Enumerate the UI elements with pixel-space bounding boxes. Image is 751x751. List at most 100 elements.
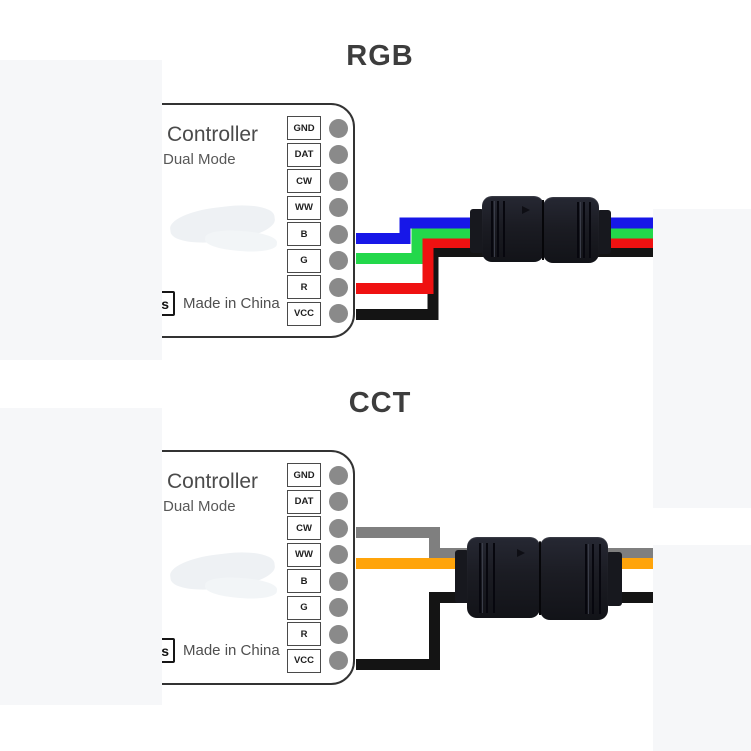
terminal-label-gnd: GND bbox=[287, 116, 321, 141]
made-in-china-label: Made in China bbox=[183, 295, 280, 312]
terminal-strip: GND DAT CW WW B bbox=[287, 115, 348, 327]
terminal-row-ww: WW bbox=[287, 542, 348, 569]
spacer bbox=[321, 634, 329, 635]
terminal-label-r: R bbox=[287, 275, 321, 300]
screw-hole-icon bbox=[329, 224, 348, 244]
terminal-label-b: B bbox=[287, 222, 321, 247]
connector-rib bbox=[583, 202, 585, 258]
screw-hole-icon bbox=[329, 118, 348, 138]
terminal-label-dat: DAT bbox=[287, 142, 321, 167]
terminal-label-vcc: VCC bbox=[287, 301, 321, 326]
spacer bbox=[321, 260, 329, 261]
terminal-row-gnd: GND bbox=[287, 115, 348, 142]
spacer bbox=[321, 581, 329, 582]
terminal-row-g: G bbox=[287, 595, 348, 622]
spacer bbox=[321, 181, 329, 182]
screw-hole-icon bbox=[329, 518, 348, 538]
terminal-label-g: G bbox=[287, 248, 321, 273]
connector-left-half bbox=[467, 537, 540, 618]
spacer bbox=[321, 607, 329, 608]
connector-rib bbox=[503, 201, 505, 257]
spacer bbox=[321, 128, 329, 129]
screw-hole-icon bbox=[329, 198, 348, 218]
screw-hole-icon bbox=[329, 624, 348, 644]
terminal-label-ww: WW bbox=[287, 542, 321, 567]
screw-hole-icon bbox=[329, 571, 348, 591]
screw-hole-icon bbox=[329, 545, 348, 565]
screw-hole-icon bbox=[329, 304, 348, 324]
spacer bbox=[321, 207, 329, 208]
terminal-row-cw: CW bbox=[287, 515, 348, 542]
controller-mode-label: Dual Mode bbox=[163, 151, 236, 168]
connector-rib bbox=[491, 201, 493, 257]
terminal-row-gnd: GND bbox=[287, 462, 348, 489]
controller-mode-label: Dual Mode bbox=[163, 498, 236, 515]
connector-right-ear bbox=[606, 552, 622, 606]
connector-rib bbox=[493, 543, 495, 613]
terminal-row-r: R bbox=[287, 274, 348, 301]
connector-rib bbox=[599, 544, 601, 614]
spacer bbox=[321, 475, 329, 476]
terminal-row-vcc: VCC bbox=[287, 648, 348, 675]
connector-notch bbox=[538, 193, 548, 200]
spacer bbox=[321, 154, 329, 155]
screw-hole-icon bbox=[329, 651, 348, 671]
terminal-label-cw: CW bbox=[287, 516, 321, 541]
spacer bbox=[321, 234, 329, 235]
screw-hole-icon bbox=[329, 492, 348, 512]
terminal-row-r: R bbox=[287, 621, 348, 648]
cct-section-title: CCT bbox=[348, 387, 412, 419]
background-patch bbox=[653, 545, 751, 751]
background-patch bbox=[0, 408, 162, 705]
terminal-row-cw: CW bbox=[287, 168, 348, 195]
connector-rib bbox=[497, 201, 499, 257]
connector-rib bbox=[589, 202, 591, 258]
terminal-row-dat: DAT bbox=[287, 142, 348, 169]
terminal-strip: GND DAT CW WW B bbox=[287, 462, 348, 674]
connector-notch bbox=[535, 535, 545, 542]
terminal-label-b: B bbox=[287, 569, 321, 594]
rgb-section-title: RGB bbox=[346, 40, 414, 72]
terminal-label-ww: WW bbox=[287, 195, 321, 220]
connector-rib bbox=[592, 544, 594, 614]
terminal-label-vcc: VCC bbox=[287, 648, 321, 673]
spacer bbox=[321, 660, 329, 661]
terminal-label-gnd: GND bbox=[287, 463, 321, 488]
spacer bbox=[321, 313, 329, 314]
spacer bbox=[321, 287, 329, 288]
background-patch bbox=[653, 209, 751, 508]
connector-right-half bbox=[540, 537, 608, 620]
terminal-row-b: B bbox=[287, 221, 348, 248]
spacer bbox=[321, 554, 329, 555]
connector-seam bbox=[542, 200, 544, 260]
connector-rib bbox=[486, 543, 488, 613]
arrow-right-icon bbox=[517, 549, 525, 557]
terminal-label-dat: DAT bbox=[287, 489, 321, 514]
terminal-row-dat: DAT bbox=[287, 489, 348, 516]
spacer bbox=[321, 501, 329, 502]
terminal-row-g: G bbox=[287, 248, 348, 275]
terminal-label-r: R bbox=[287, 622, 321, 647]
connector-rib bbox=[577, 202, 579, 258]
connector-rib bbox=[588, 544, 589, 614]
background-patch bbox=[0, 60, 162, 360]
terminal-label-cw: CW bbox=[287, 169, 321, 194]
screw-hole-icon bbox=[329, 145, 348, 165]
screw-hole-icon bbox=[329, 251, 348, 271]
screw-hole-icon bbox=[329, 465, 348, 485]
controller-name-label: Controller bbox=[167, 123, 259, 146]
screw-hole-icon bbox=[329, 171, 348, 191]
connector-rib bbox=[494, 201, 495, 257]
terminal-row-b: B bbox=[287, 568, 348, 595]
terminal-row-ww: WW bbox=[287, 195, 348, 222]
terminal-row-vcc: VCC bbox=[287, 301, 348, 328]
arrow-right-icon bbox=[522, 206, 530, 214]
controller-name-label: Controller bbox=[167, 470, 259, 493]
made-in-china-label: Made in China bbox=[183, 642, 280, 659]
terminal-label-g: G bbox=[287, 595, 321, 620]
connector-rib bbox=[482, 543, 483, 613]
connector-right-ear bbox=[597, 210, 611, 254]
screw-hole-icon bbox=[329, 277, 348, 297]
connector-seam bbox=[539, 541, 541, 615]
